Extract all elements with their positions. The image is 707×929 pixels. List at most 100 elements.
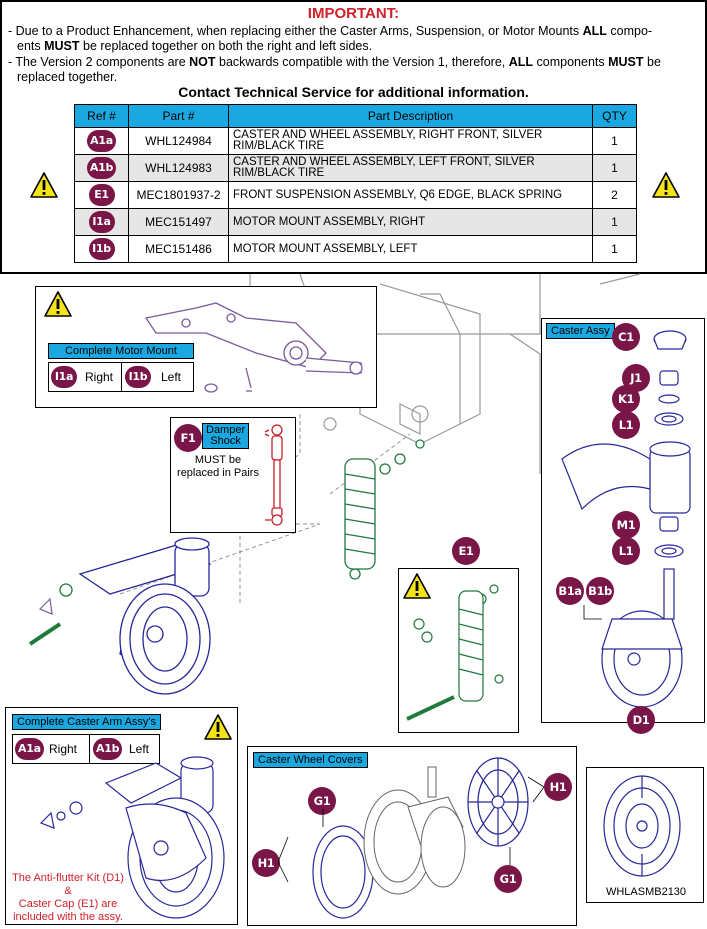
warning-icon <box>204 714 232 740</box>
qty-cell: 1 <box>592 235 637 263</box>
desc-line: CASTER AND WHEEL ASSEMBLY, LEFT FRONT, S… <box>233 156 535 168</box>
notice-bold: ALL <box>508 55 534 69</box>
table-row: A1a WHL124984 CASTER AND WHEEL ASSEMBLY,… <box>74 127 637 155</box>
description-cell: FRONT SUSPENSION ASSEMBLY, Q6 EDGE, BLAC… <box>228 181 593 209</box>
description-cell: MOTOR MOUNT ASSEMBLY, RIGHT <box>228 208 593 236</box>
notice-text: components <box>533 55 609 69</box>
description-cell: MOTOR MOUNT ASSEMBLY, LEFT <box>228 235 593 263</box>
callout-badge: L1 <box>612 537 640 565</box>
left-label: Left <box>129 742 150 756</box>
notice-text: ents <box>17 39 45 53</box>
qty-cell: 1 <box>592 154 637 182</box>
right-label: Right <box>49 742 78 756</box>
ref-cell: I1b <box>74 235 129 263</box>
ref-cell: A1b <box>74 154 129 182</box>
caster-arm-ref-box: A1a Right A1b Left <box>12 734 160 764</box>
caster-assy-panel: Caster Assy C1 J1 K1 L1 M1 L1 B1a B1b <box>541 318 705 723</box>
ref-badge: I1b <box>125 366 151 388</box>
callout-badge: H1 <box>544 773 572 801</box>
col-qty: QTY <box>592 104 637 128</box>
col-part: Part # <box>128 104 229 128</box>
wheel-covers-panel: Caster Wheel Covers G1 G1 H1 H1 <box>247 746 577 926</box>
suspension-panel <box>398 568 519 733</box>
notice-bold: MUST <box>608 55 644 69</box>
caster-exploded-drawing <box>561 330 691 708</box>
caster-arm-panel: Complete Caster Arm Assy's A1a Right A1b… <box>5 707 238 925</box>
ref-badge: A1a <box>87 130 116 152</box>
description-cell: CASTER AND WHEEL ASSEMBLY, RIGHT FRONT, … <box>228 127 593 155</box>
qty-cell: 1 <box>592 208 637 236</box>
part-number-cell: MEC151497 <box>128 208 229 236</box>
caster-arm-label: Complete Caster Arm Assy's <box>12 714 162 730</box>
notice-line-2: - The Version 2 components are NOT backw… <box>8 55 698 85</box>
notice-line-1: - Due to a Product Enhancement, when rep… <box>8 24 698 54</box>
callout-badge: B1b <box>586 577 614 605</box>
motor-mount-panel: Complete Motor Mount I1a Right I1b Left <box>35 286 377 408</box>
parts-table: Ref # Part # Part Description QTY A1a WH… <box>74 104 637 263</box>
ref-badge: A1b <box>86 157 117 179</box>
contact-line: Contact Technical Service for additional… <box>178 84 529 100</box>
callout-badge: C1 <box>612 323 640 351</box>
table-row: E1 MEC1801937-2 FRONT SUSPENSION ASSEMBL… <box>74 181 637 209</box>
d1-panel: WHLASMB2130 <box>586 767 704 903</box>
wheel-covers-label: Caster Wheel Covers <box>253 752 368 768</box>
green-hardware <box>28 439 425 646</box>
damper-note-line: replaced in Pairs <box>177 467 259 479</box>
notice-bold: NOT <box>189 55 216 69</box>
divider <box>121 363 122 391</box>
motor-mount-ref-box: I1a Right I1b Left <box>48 362 194 392</box>
col-ref: Ref # <box>74 104 129 128</box>
callout-badge: K1 <box>612 385 640 413</box>
ref-badge: I1a <box>88 211 115 233</box>
d1-part-number: WHLASMB2130 <box>605 886 687 898</box>
table-row: I1a MEC151497 MOTOR MOUNT ASSEMBLY, RIGH… <box>74 208 637 236</box>
callout-badge: G1 <box>308 787 336 815</box>
desc-line: RIM/BLACK TIRE <box>233 140 325 152</box>
callout-badge: H1 <box>252 849 280 877</box>
part-number-cell: WHL124983 <box>128 154 229 182</box>
caster-arm-note: The Anti-flutter Kit (D1) & Caster Cap (… <box>10 872 126 924</box>
right-label: Right <box>85 370 114 384</box>
left-label: Left <box>161 370 182 384</box>
parts-table-header: Ref # Part # Part Description QTY <box>74 104 637 128</box>
damper-panel: F1 Damper Shock MUST be replaced in Pair… <box>170 417 296 533</box>
part-number-cell: MEC1801937-2 <box>128 181 229 209</box>
caster-wheel-drawing <box>78 537 212 695</box>
notice-text: - The Version 2 components are <box>8 55 190 69</box>
ref-badge: A1b <box>93 738 123 760</box>
important-title: IMPORTANT: <box>307 5 400 22</box>
damper-label-line: Shock <box>210 435 241 447</box>
notice-text: backwards compatible with the Version 1,… <box>215 55 509 69</box>
description-cell: CASTER AND WHEEL ASSEMBLY, LEFT FRONT, S… <box>228 154 593 182</box>
wheel-covers-drawing <box>277 757 545 919</box>
callout-badge: M1 <box>612 511 640 539</box>
suspension-drawing <box>406 584 504 721</box>
callout-badge: E1 <box>452 537 480 565</box>
warning-icon <box>652 172 680 198</box>
warning-icon <box>44 291 72 317</box>
col-description: Part Description <box>228 104 593 128</box>
warning-icon <box>403 573 431 599</box>
part-number-cell: WHL124984 <box>128 127 229 155</box>
callout-badge: D1 <box>627 706 655 734</box>
damper-label: Damper Shock <box>202 423 250 449</box>
ref-badge: I1b <box>88 238 115 260</box>
note-line: Caster Cap (E1) are <box>18 898 118 910</box>
callout-badge: G1 <box>494 865 522 893</box>
note-line: included with the assy. <box>13 911 123 923</box>
damper-shock-drawing <box>264 424 283 526</box>
notice-text: replaced together. <box>17 70 118 84</box>
notice-text: compo- <box>606 24 653 38</box>
d1-wheel-drawing <box>603 775 681 877</box>
damper-note: MUST be replaced in Pairs <box>171 454 265 480</box>
desc-line: RIM/BLACK TIRE <box>233 167 325 179</box>
table-row: I1b MEC151486 MOTOR MOUNT ASSEMBLY, LEFT… <box>74 235 637 263</box>
damper-label-line: Damper <box>206 424 246 436</box>
notice-bold: ALL <box>582 24 607 38</box>
notice-bold: MUST <box>44 39 80 53</box>
ref-cell: A1a <box>74 127 129 155</box>
ref-badge: I1a <box>51 366 77 388</box>
qty-cell: 2 <box>592 181 637 209</box>
caster-arm-drawing <box>39 756 225 919</box>
exploded-view-drawing <box>28 273 641 695</box>
